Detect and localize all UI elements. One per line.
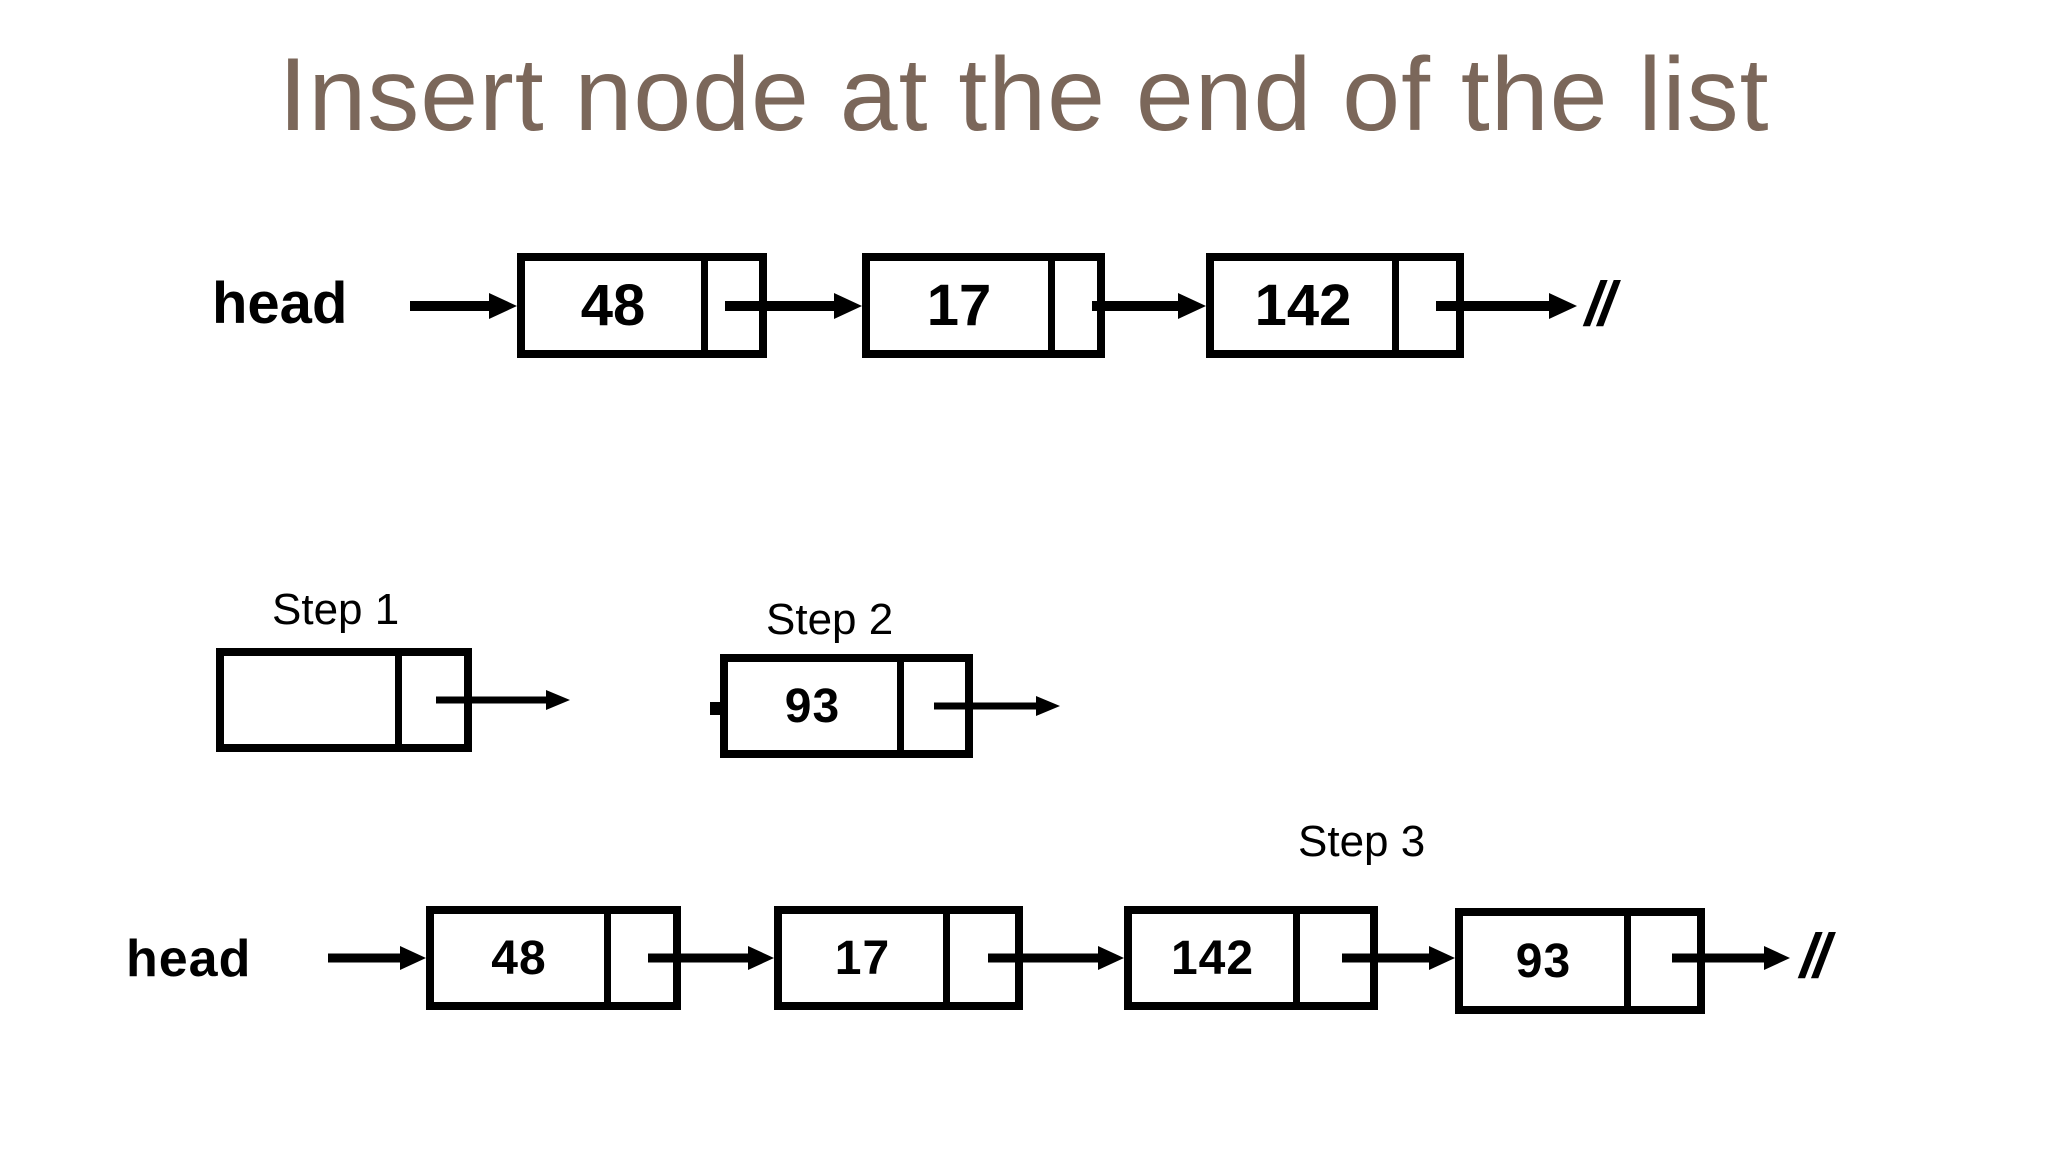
node-data-cell: 93	[728, 662, 904, 750]
initial-list-head-label: head	[212, 271, 348, 336]
node-box-93: 93	[1455, 908, 1705, 1014]
node-data-cell: 17	[782, 914, 950, 1002]
page-title: Insert node at the end of the list	[278, 37, 1770, 153]
node-data-cell: 17	[870, 261, 1055, 350]
node-data-cell: 142	[1132, 914, 1300, 1002]
step1-label: Step 1	[272, 585, 400, 634]
node-box-17: 17	[774, 906, 1023, 1010]
node-box-17: 17	[862, 253, 1105, 358]
node-data-cell: 142	[1214, 261, 1399, 350]
node-data-cell: 48	[434, 914, 611, 1002]
node-data-cell: 93	[1463, 916, 1631, 1006]
left-nub	[710, 702, 728, 715]
node-box-142: 142	[1206, 253, 1464, 358]
step2-label: Step 2	[766, 595, 894, 644]
node-data-cell: 48	[525, 261, 708, 350]
node-box-142: 142	[1124, 906, 1378, 1010]
step3-label: Step 3	[1298, 817, 1426, 866]
step1-node-box	[216, 648, 472, 752]
final-list-head-label: head	[126, 930, 252, 988]
null-terminator: //	[1800, 922, 1831, 991]
node-data-cell	[224, 656, 402, 744]
null-terminator: //	[1585, 270, 1616, 339]
step2-node-box: 93	[710, 654, 973, 758]
node-pointer-cell	[1055, 261, 1097, 350]
node-box-48: 48	[426, 906, 681, 1010]
